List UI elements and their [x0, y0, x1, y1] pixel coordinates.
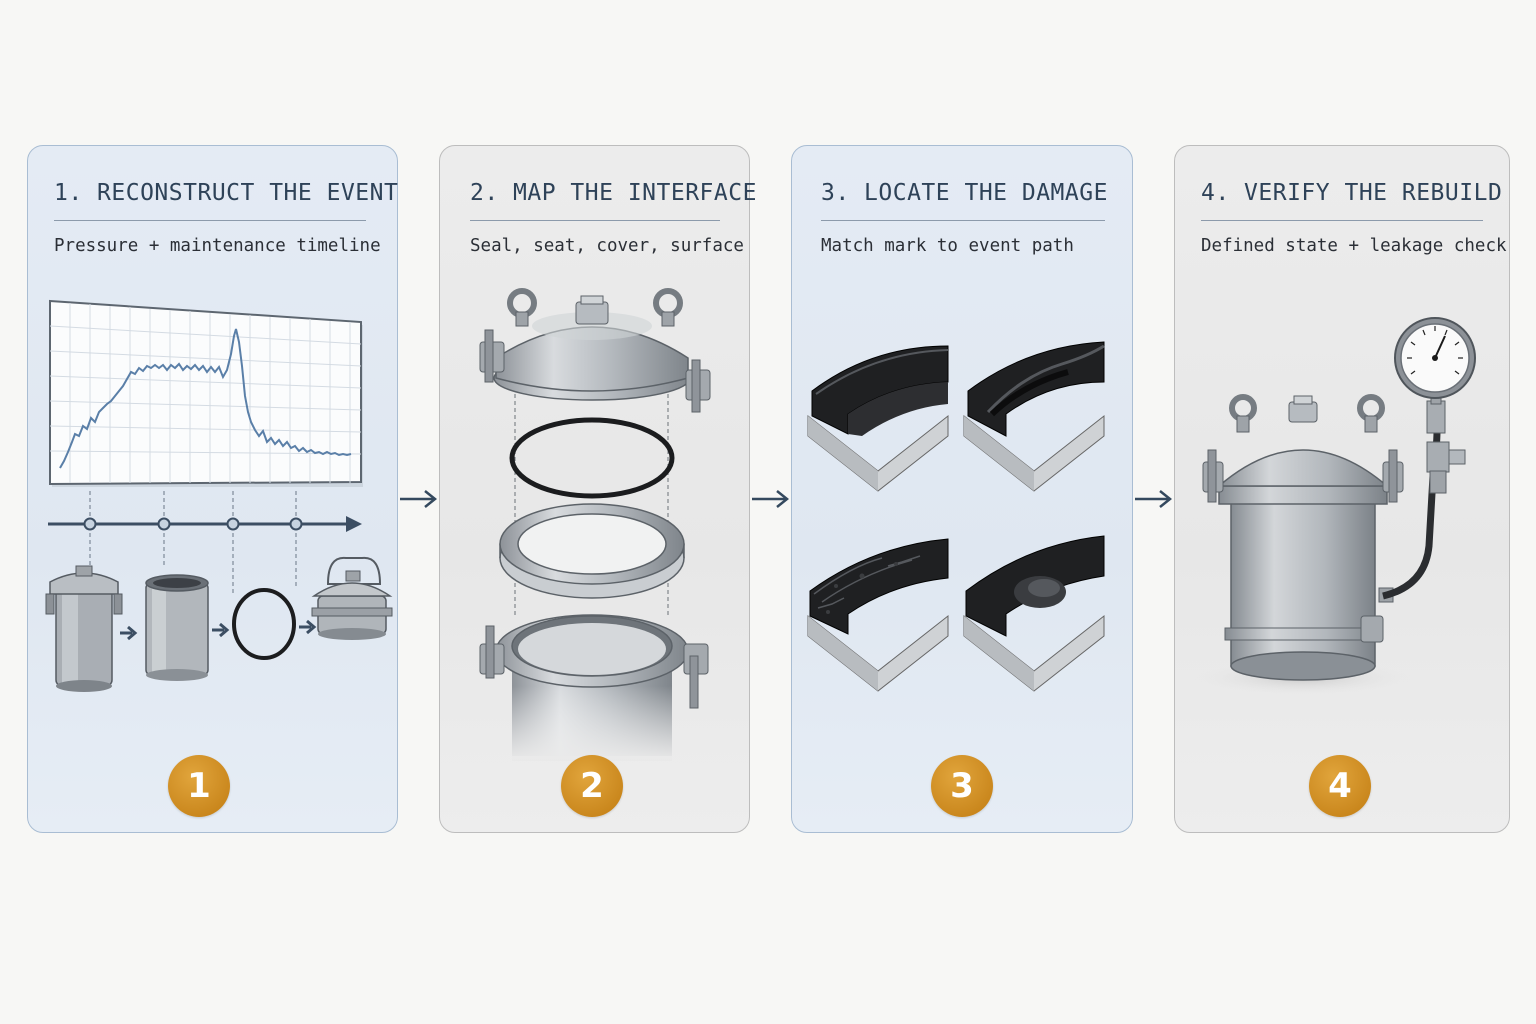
flow-arrow-icon — [752, 490, 790, 508]
step-title: 4. VERIFY THE REBUILD — [1201, 180, 1503, 206]
title-divider — [821, 220, 1105, 221]
rebuild-verification-illustration — [1193, 317, 1476, 696]
o-ring-icon — [509, 417, 675, 499]
filter-housing-icon — [1202, 394, 1404, 681]
flow-arrow-icon — [400, 490, 438, 508]
step-number-badge: 3 — [931, 755, 993, 817]
flow-arrow-icon — [1135, 490, 1173, 508]
clamp-cover-icon — [311, 556, 393, 640]
seal-profile-icon — [963, 535, 1105, 692]
exploded-interface-illustration — [479, 288, 711, 761]
step-number-badge: 4 — [1309, 755, 1371, 817]
step-panel-1: 1. RECONSTRUCT THE EVENT Pressure + main… — [27, 145, 398, 833]
filter-housing-icon — [479, 614, 709, 761]
seal-profile-icon — [807, 538, 949, 692]
step-title: 1. RECONSTRUCT THE EVENT — [54, 180, 399, 206]
seal-profile-icon — [807, 345, 949, 492]
step-panel-2: 2. MAP THE INTERFACE Seal, seat, cover, … — [439, 145, 756, 833]
pressure-chart-icon — [49, 299, 363, 487]
title-divider — [1201, 220, 1483, 221]
filter-housing-icon — [45, 565, 123, 692]
step-number-badge: 1 — [168, 755, 230, 817]
step-subtitle: Match mark to event path — [821, 236, 1074, 256]
step-title: 2. MAP THE INTERFACE — [470, 180, 757, 206]
timeline-icon — [48, 516, 362, 532]
clamp-cover-icon — [479, 288, 711, 413]
step-subtitle: Defined state + leakage check — [1201, 236, 1507, 256]
pressure-gauge-icon — [1394, 317, 1476, 399]
step-panel-3: 3. LOCATE THE DAMAGE Match mark to event… — [791, 145, 1133, 833]
step-subtitle: Seal, seat, cover, surface — [470, 236, 744, 256]
valve-fitting-icon — [1426, 385, 1466, 494]
step-subtitle: Pressure + maintenance timeline — [54, 236, 381, 256]
filter-bowl-icon — [145, 574, 209, 681]
seat-ring-icon — [499, 503, 685, 599]
o-ring-icon — [232, 588, 296, 660]
step-title: 3. LOCATE THE DAMAGE — [821, 180, 1108, 206]
title-divider — [54, 220, 366, 221]
step-number-badge: 2 — [561, 755, 623, 817]
step-panel-4: 4. VERIFY THE REBUILD Defined state + le… — [1174, 145, 1510, 833]
seal-profile-icon — [963, 341, 1105, 492]
seal-damage-illustration — [807, 341, 1105, 692]
title-divider — [470, 220, 720, 221]
event-reconstruction-illustration — [45, 299, 393, 692]
